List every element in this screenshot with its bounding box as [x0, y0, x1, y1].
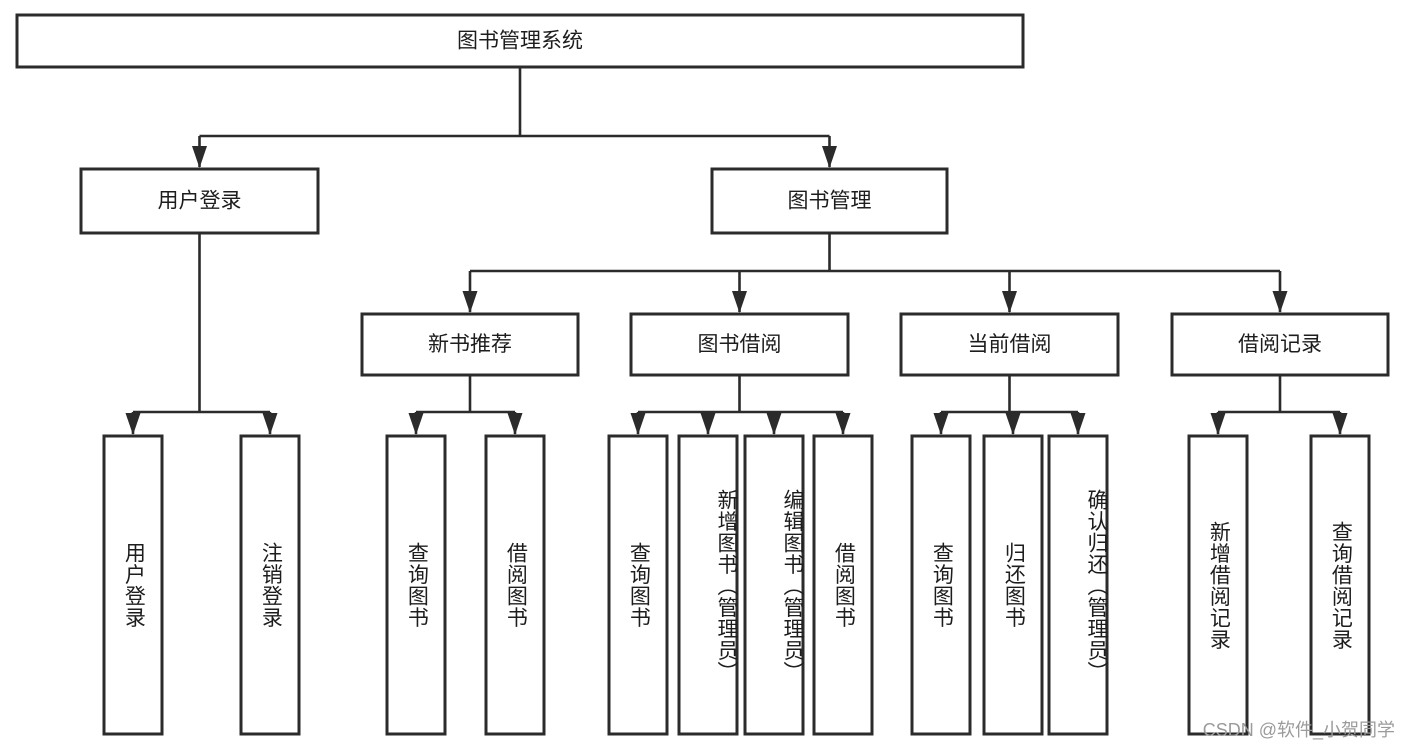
root-node-shape	[15, 13, 1025, 69]
leaf-node-10-shape	[1047, 434, 1109, 736]
level2-node-1-shape	[710, 167, 949, 235]
level3-node-3-label: 借阅记录	[1238, 333, 1322, 356]
leaf-node-3-shape	[484, 434, 546, 736]
leaf-node-2-shape	[385, 434, 447, 736]
arrow-head-icon	[1272, 291, 1288, 313]
leaf-node-5[interactable]	[677, 434, 739, 736]
arrow-head-icon	[192, 146, 207, 168]
arrow-head-icon	[408, 413, 424, 435]
leaf-node-6[interactable]	[743, 434, 805, 736]
arrow-head-icon	[630, 413, 646, 435]
level2-node-0[interactable]: 用户登录	[79, 167, 320, 235]
arrow-head-icon	[822, 146, 837, 168]
level2-node-1-label: 图书管理	[788, 190, 872, 213]
arrow-head-icon	[933, 413, 949, 435]
level3-node-3-shape	[1170, 312, 1390, 377]
arrow-head-icon	[1070, 413, 1086, 435]
level3-node-3[interactable]: 借阅记录	[1170, 312, 1390, 377]
leaf-node-4[interactable]	[607, 434, 669, 736]
level3-node-0[interactable]: 新书推荐	[360, 312, 580, 377]
leaf-node-8[interactable]	[910, 434, 972, 736]
level3-node-1-label: 图书借阅	[698, 333, 782, 356]
arrow-head-icon	[766, 413, 782, 435]
leaf-node-0-shape	[102, 434, 164, 736]
leaf-node-7[interactable]	[812, 434, 874, 736]
arrow-head-icon	[262, 413, 278, 435]
leaf-node-2[interactable]	[385, 434, 447, 736]
watermark-text: CSDN @软件_小贺同学	[1202, 720, 1395, 740]
level3-node-0-label: 新书推荐	[428, 333, 512, 356]
leaf-node-11-shape	[1187, 434, 1249, 736]
level2-node-1[interactable]: 图书管理	[710, 167, 949, 235]
leaf-node-10[interactable]	[1047, 434, 1109, 736]
arrow-head-icon	[462, 291, 478, 313]
leaf-node-12-shape	[1309, 434, 1371, 736]
leaf-node-1[interactable]	[239, 434, 301, 736]
level3-node-2[interactable]: 当前借阅	[899, 312, 1120, 377]
arrow-head-icon	[507, 413, 523, 435]
arrow-head-icon	[1005, 413, 1021, 435]
leaf-node-4-shape	[607, 434, 669, 736]
arrow-head-icon	[835, 413, 851, 435]
leaf-node-5-shape	[677, 434, 739, 736]
level3-node-2-label: 当前借阅	[968, 333, 1052, 356]
leaf-node-7-shape	[812, 434, 874, 736]
leaf-node-1-shape	[239, 434, 301, 736]
leaf-node-0[interactable]	[102, 434, 164, 736]
level3-node-1[interactable]: 图书借阅	[629, 312, 850, 377]
level2-node-0-label: 用户登录	[158, 190, 242, 213]
leaf-node-9[interactable]	[982, 434, 1044, 736]
arrow-head-icon	[1210, 413, 1226, 435]
level2-node-0-shape	[79, 167, 320, 235]
root-node-label: 图书管理系统	[457, 30, 583, 53]
leaf-node-8-shape	[910, 434, 972, 736]
arrow-head-icon	[732, 291, 747, 313]
arrow-head-icon	[125, 413, 141, 435]
leaf-node-6-shape	[743, 434, 805, 736]
leaf-node-11[interactable]	[1187, 434, 1249, 736]
leaf-node-9-shape	[982, 434, 1044, 736]
arrow-head-icon	[700, 413, 716, 435]
root-node[interactable]: 图书管理系统	[15, 13, 1025, 69]
leaf-node-12[interactable]	[1309, 434, 1371, 736]
arrow-head-icon	[1002, 291, 1017, 313]
leaf-node-3[interactable]	[484, 434, 546, 736]
arrow-head-icon	[1332, 413, 1348, 435]
